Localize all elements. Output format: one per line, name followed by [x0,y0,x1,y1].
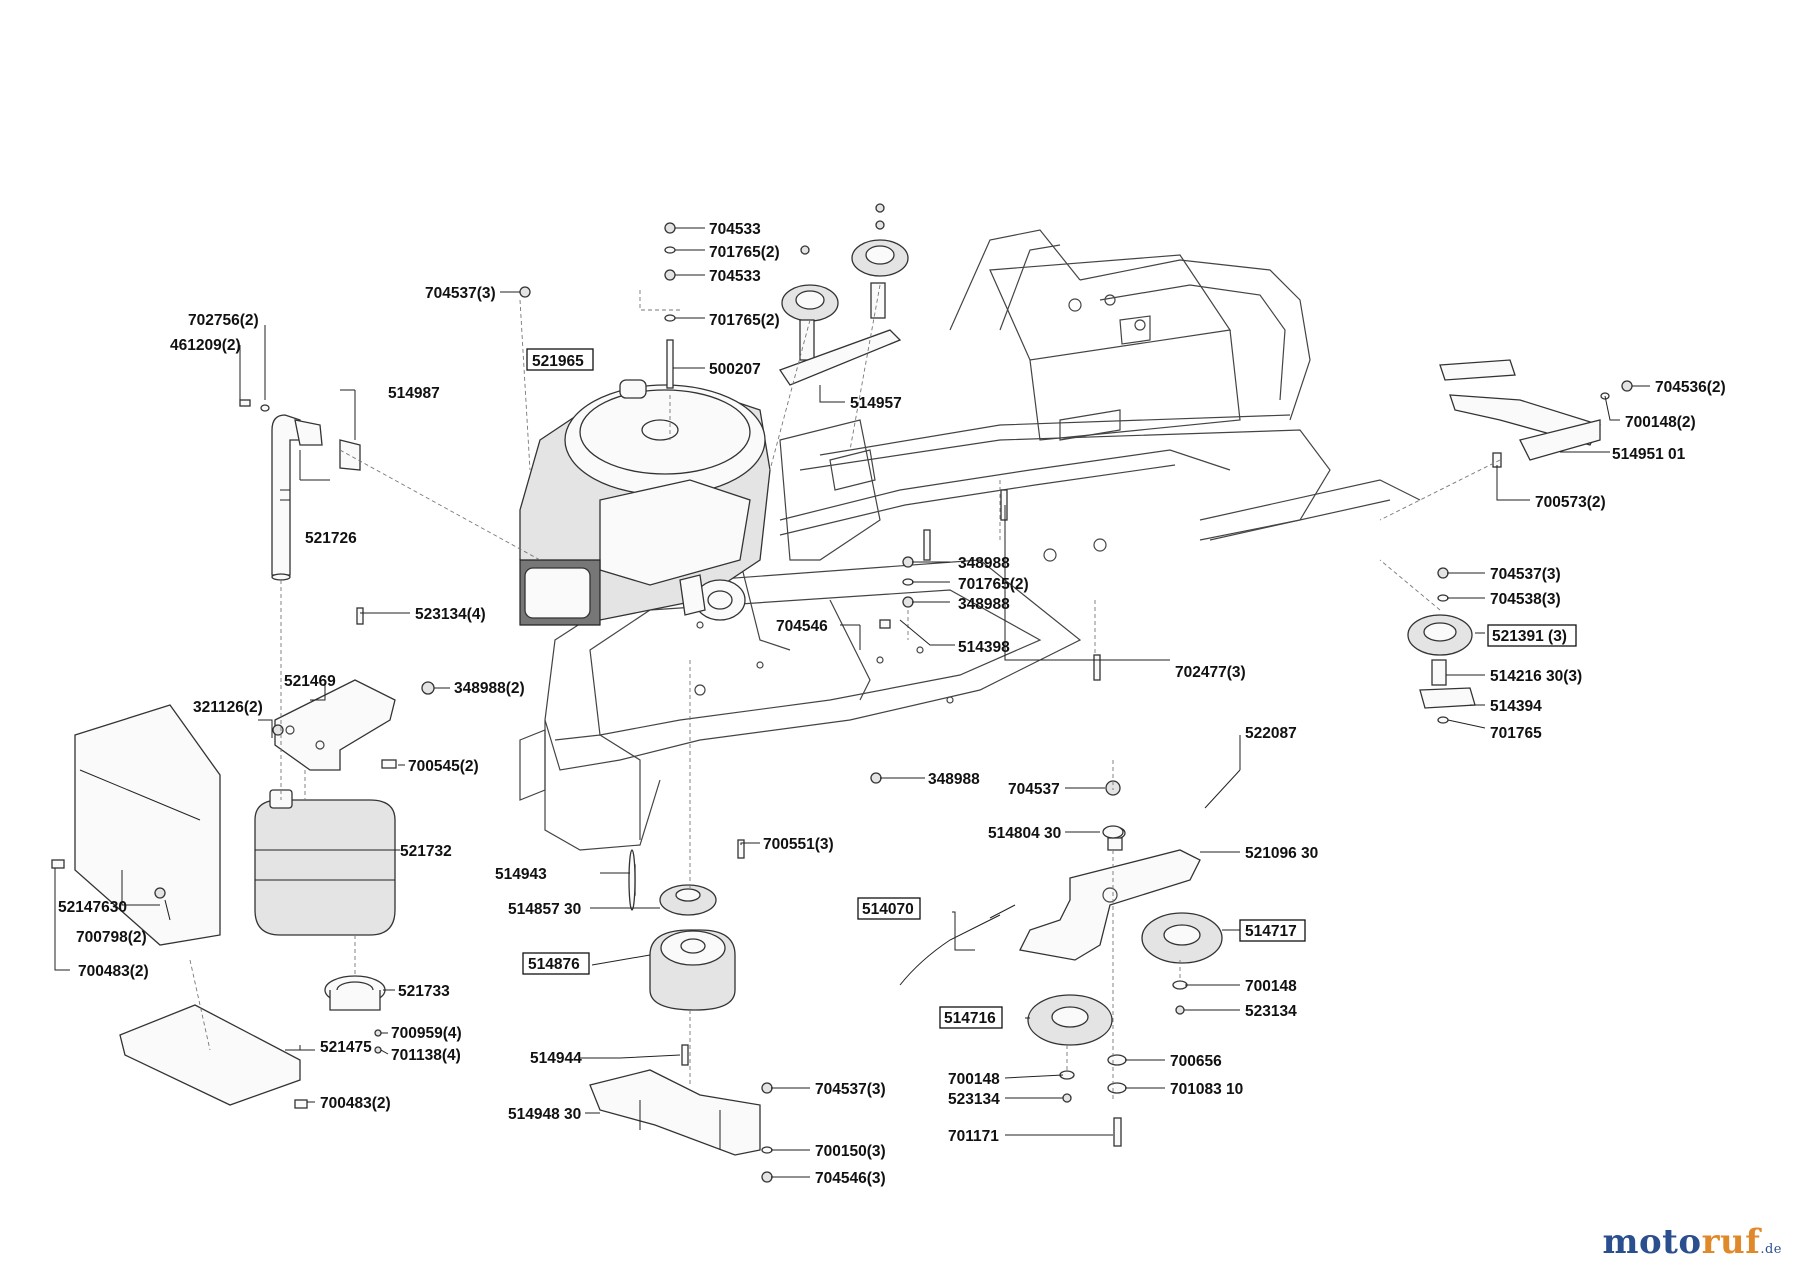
label-l2: 701765(2) [709,244,780,261]
label-l15: 700573(2) [1535,494,1606,511]
label-l14: 514951 01 [1612,446,1686,463]
label-l22: 523134(4) [415,606,486,623]
label-l19: 348988 [958,596,1010,613]
pulley-514717 [1141,912,1223,964]
label-l31: 321126(2) [193,699,263,716]
label-l21: 704538(3) [1490,591,1561,608]
label-l45: 700798(2) [76,929,147,946]
label-l3: 704533 [709,268,761,285]
leader-lines [54,227,1650,1178]
engine-521965 [519,379,771,626]
label-l54: 521475 [320,1039,372,1056]
label-l57: 700656 [1170,1053,1222,1070]
label-l48: 700483(2) [78,963,149,980]
muffler-521732 [254,789,396,936]
pulley-514716 [1027,994,1113,1046]
label-l64: 701171 [948,1128,999,1145]
label-l29: 348988(2) [454,680,525,697]
label-l27: 514216 30(3) [1490,668,1582,685]
assembly-lines [189,284,1501,1100]
label-l33: 522087 [1245,725,1297,742]
label-l56: 514944 [530,1050,582,1067]
pulley-514857-30 [659,884,717,916]
label-l38: 700551(3) [763,836,834,853]
spring-522087 [1204,769,1241,809]
label-l32: 701765 [1490,725,1542,742]
heat-shield-521476 [74,704,221,946]
label-l37: 514804 30 [988,825,1061,842]
label-l18: 701765(2) [958,576,1029,593]
label-l40: 521096 30 [1245,845,1318,862]
label-l61: 704537(3) [815,1081,886,1098]
label-l30: 514394 [1490,698,1542,715]
label-l34: 700545(2) [408,758,479,775]
bracket-521469 [274,679,396,771]
label-l28: 521469 [284,673,336,690]
label-l10: 514987 [388,385,440,402]
label-l49: 521733 [398,983,450,1000]
label-l11: 514957 [850,395,902,412]
bracket-514951-01 [1439,359,1601,461]
part-number-labels: 704533 701765(2) 704533 704537(3) 701765… [58,221,1726,1187]
label-l24: 514398 [958,639,1010,656]
label-l36: 704537 [1008,781,1060,798]
label-l5: 701765(2) [709,312,780,329]
label-l43: 514857 30 [508,901,581,918]
logo-text-part2: ruf [1701,1222,1761,1262]
cable-514070 [899,904,1016,986]
label-l51: 523134 [1245,1003,1297,1020]
label-l13: 700148(2) [1625,414,1696,431]
pulley-521391 [1407,614,1476,709]
label-l50: 700148 [1245,978,1297,995]
label-l52: 514716 [944,1010,996,1027]
shield-plate-521475 [119,1004,301,1106]
label-l4: 704537(3) [425,285,496,302]
label-l26: 702477(3) [1175,664,1246,681]
logo-text-suffix: .de [1760,1242,1782,1257]
label-l66: 704546(3) [815,1170,886,1187]
label-l58: 700148 [948,1071,1000,1088]
electric-clutch-514876 [649,929,736,1011]
label-l55: 701138(4) [391,1047,461,1064]
label-l6: 702756(2) [188,312,259,329]
motoruf-logo[interactable]: motoruf.de [1603,1222,1782,1262]
label-l7: 461209(2) [170,337,241,354]
label-l16: 521726 [305,530,357,547]
chassis-frame [519,229,1421,851]
exhaust-pipe-521726 [271,414,361,581]
exhaust-gasket-521733 [324,975,386,1011]
label-boxes [522,348,1577,1029]
logo-text-part1: moto [1602,1222,1702,1262]
label-l12: 704536(2) [1655,379,1726,396]
label-l42: 52147630 [58,899,127,916]
label-l65: 700150(3) [815,1143,886,1160]
label-l41: 514943 [495,866,547,883]
label-l53: 700959(4) [391,1025,462,1042]
label-l23: 704546 [776,618,828,635]
label-l35: 348988 [928,771,980,788]
label-l17: 348988 [958,555,1010,572]
label-l59: 701083 10 [1170,1081,1243,1098]
label-l62: 700483(2) [320,1095,391,1112]
label-l39: 521732 [400,843,452,860]
label-l44: 514070 [862,901,914,918]
fasteners [51,203,1633,1183]
label-l9: 500207 [709,361,761,378]
idler-pulley-assembly-top [779,239,909,386]
label-l46: 514717 [1245,923,1297,940]
label-l47: 514876 [528,956,580,973]
label-l60: 523134 [948,1091,1000,1108]
label-l1: 704533 [709,221,761,238]
label-l63: 514948 30 [508,1106,581,1123]
label-l8: 521965 [532,353,584,370]
label-l25: 521391 (3) [1492,628,1567,645]
clutch-bracket-514948-30 [589,1069,761,1156]
label-l20: 704537(3) [1490,566,1561,583]
